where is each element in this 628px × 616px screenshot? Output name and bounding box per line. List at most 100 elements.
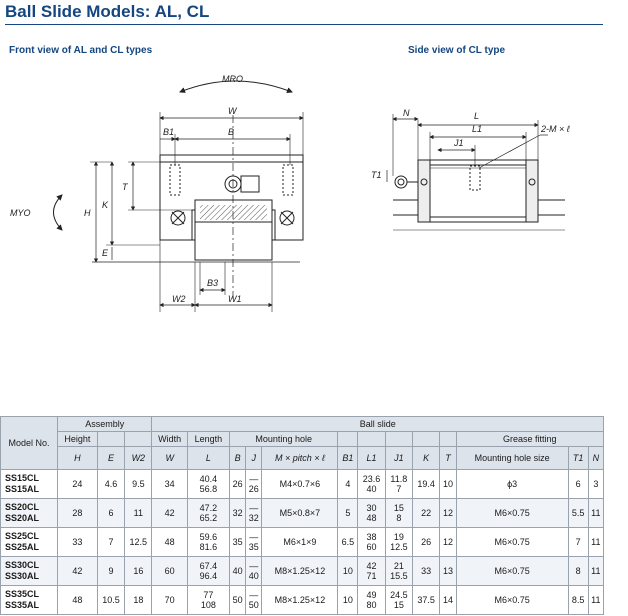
cell-value: 7: [575, 537, 581, 547]
cell-value: M6×0.75: [494, 537, 530, 547]
cell-value: SS30AL: [5, 571, 40, 581]
cell-value: 38: [366, 532, 377, 542]
label-l: L: [474, 111, 479, 121]
cell-value: 60: [366, 542, 377, 552]
cell-value: 6: [575, 479, 581, 489]
cell-value: 15: [393, 600, 404, 610]
col-k: K: [412, 446, 441, 470]
cell-value: SS20CL: [5, 502, 40, 512]
cell-value: 23.6: [362, 474, 381, 484]
cell-value: 19.4: [417, 479, 435, 489]
cell-value: 6.5: [341, 537, 355, 547]
cell-value: SS35CL: [5, 589, 40, 599]
cell-value: 30: [366, 503, 377, 513]
cell-value: SS25CL: [5, 531, 40, 541]
cell-value: 26: [421, 537, 432, 547]
cell-value: M4×0.7×6: [279, 479, 321, 489]
col-b1: B1: [337, 446, 359, 470]
col-n: N: [587, 446, 605, 470]
cell-value: 50: [232, 595, 243, 605]
cell-value: 35: [232, 537, 243, 547]
cell-value: 8.5: [571, 595, 585, 605]
label-w1: W1: [228, 294, 242, 304]
cell-value: 32: [248, 513, 259, 523]
cell-value: SS35AL: [5, 600, 40, 610]
col-hole-size: Mounting hole size: [455, 446, 569, 470]
cell-value: M6×0.75: [494, 508, 530, 518]
cell-value: 18: [133, 595, 144, 605]
mounting-hole-header: Mounting hole: [228, 431, 339, 447]
cell-value: 9.5: [132, 479, 145, 489]
cell-value: 11: [591, 566, 601, 576]
col-m: M × pitch × ℓ: [261, 446, 339, 470]
cell-value: M6×0.75: [494, 595, 530, 605]
height-header: Height: [57, 431, 98, 447]
cell-value: 108: [200, 600, 216, 610]
col-t1: T1: [567, 446, 589, 470]
cell-value: 14: [442, 595, 453, 605]
label-t: T: [122, 182, 129, 192]
cell-value: 37.5: [417, 595, 435, 605]
cell-value: 60: [164, 566, 175, 576]
cell-value: 12.5: [129, 537, 148, 547]
col-w2: W2: [124, 446, 153, 470]
cell-value: 47.2: [199, 503, 218, 513]
cell-value: 50: [248, 600, 259, 610]
dash: —: [249, 474, 259, 484]
cell-value: 21: [393, 561, 404, 571]
dash: —: [249, 590, 259, 600]
cell-value: 49: [366, 590, 377, 600]
cell-value: 48: [164, 537, 175, 547]
col-w: W: [151, 446, 188, 470]
ball-slide-group-header: Ball slide: [151, 416, 604, 432]
cell-value: 42: [366, 561, 377, 571]
cell-value: 48: [72, 595, 83, 605]
label-n: N: [403, 108, 410, 118]
cell-value: 70: [164, 595, 175, 605]
cell-value: 12.5: [390, 542, 408, 552]
label-b1: B1: [163, 127, 174, 137]
label-t1: T1: [371, 170, 382, 180]
side-view-drawing: [386, 114, 565, 231]
cell-value: 96.4: [199, 571, 218, 581]
side-view-caption: Side view of CL type: [408, 45, 506, 56]
cell-value: 11: [591, 508, 601, 518]
cell-value: 67.4: [199, 561, 218, 571]
label-mro: MRO: [222, 74, 243, 84]
cell-value: 15: [393, 503, 404, 513]
cell-value: 42: [164, 508, 175, 518]
cell-value: 15.5: [390, 571, 408, 581]
cell-value: 77: [203, 590, 214, 600]
cell-value: 7: [108, 537, 114, 547]
dash: —: [249, 532, 259, 542]
cell-value: 24: [72, 479, 83, 489]
label-w2: W2: [172, 294, 186, 304]
cell-value: 5: [345, 508, 351, 518]
cell-value: 34: [164, 479, 175, 489]
cell-value: M6×1×9: [283, 537, 317, 547]
label-b: B: [228, 127, 234, 137]
cell-value: 33: [421, 566, 432, 576]
length-header: Length: [186, 431, 230, 447]
cell-value: 40: [248, 571, 259, 581]
cell-value: 11.8: [390, 474, 408, 484]
dash: —: [249, 503, 259, 513]
cell-value: 8: [575, 566, 581, 576]
col-b: B: [228, 446, 247, 470]
cell-value: 9: [108, 566, 114, 576]
cell-value: 16: [133, 566, 144, 576]
col-l: L: [186, 446, 230, 470]
cell-value: 65.2: [199, 513, 218, 523]
cell-value: SS20AL: [5, 513, 40, 523]
dash: —: [249, 561, 259, 571]
cell-value: 48: [366, 513, 377, 523]
cell-value: 10: [442, 479, 453, 489]
cell-value: 5.5: [571, 508, 585, 518]
